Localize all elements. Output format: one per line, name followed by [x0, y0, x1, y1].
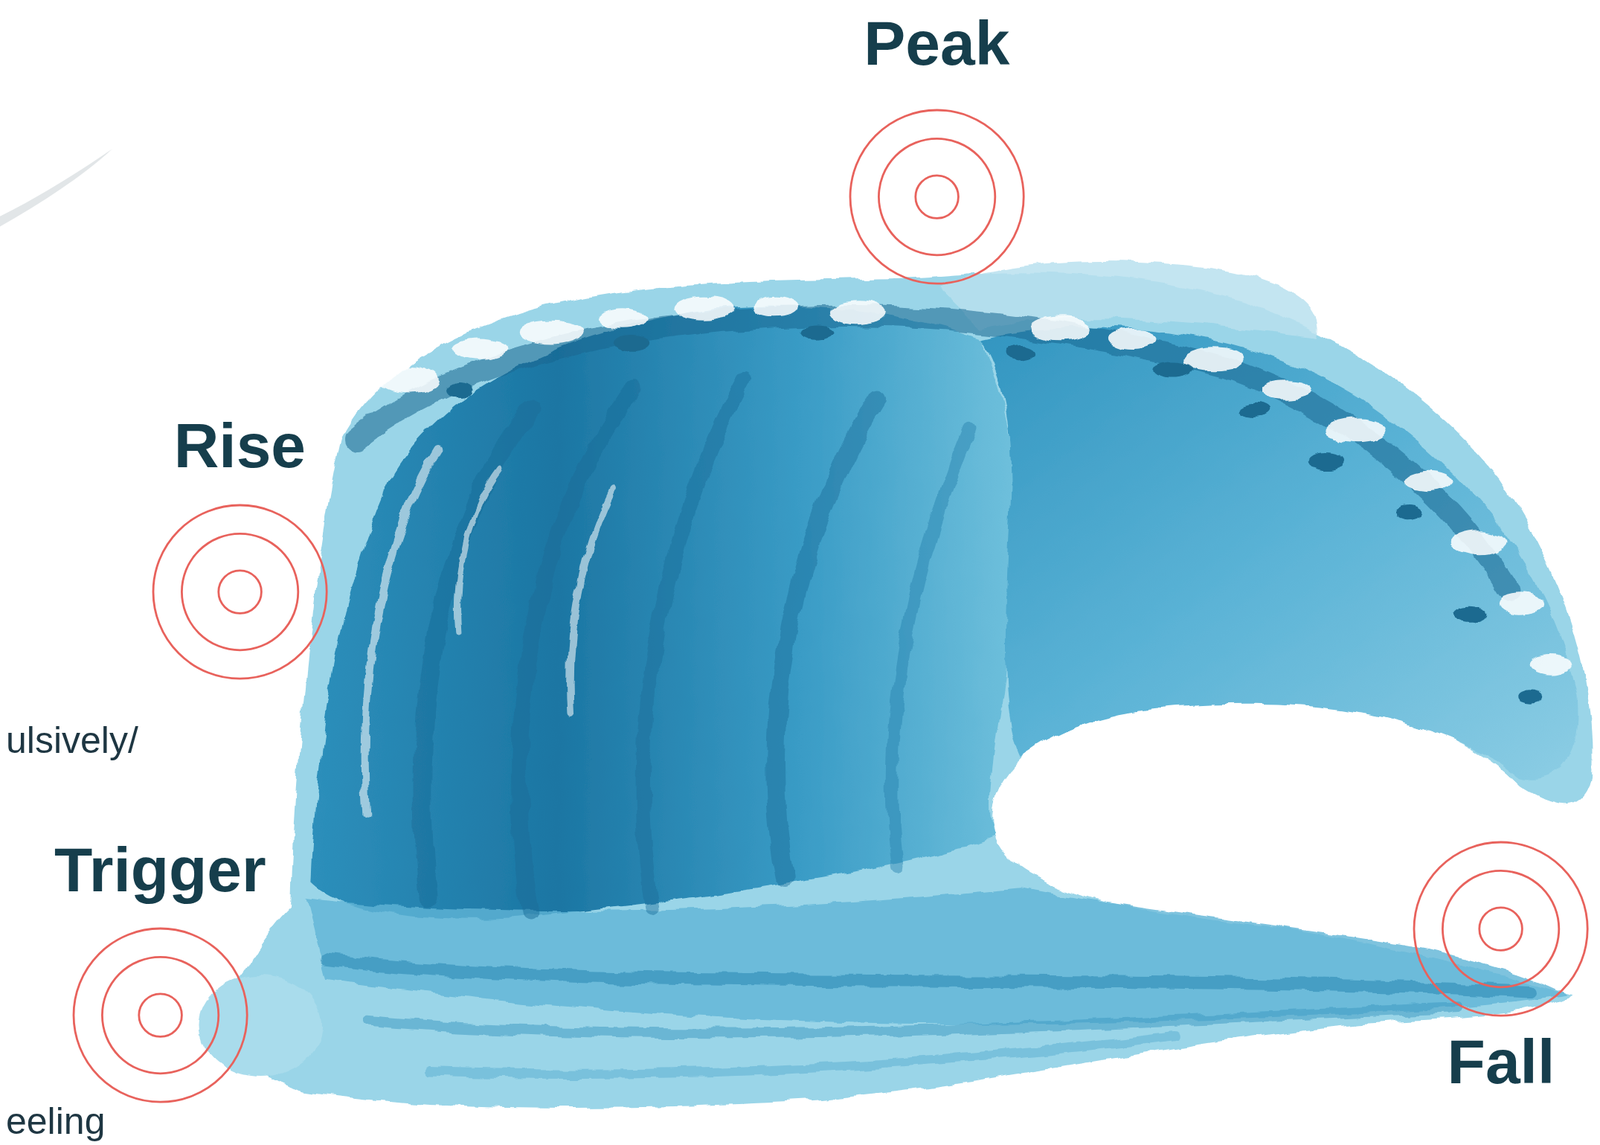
target-ring — [915, 175, 959, 219]
face-streak — [892, 428, 970, 868]
foam-blob — [1030, 316, 1092, 341]
dark-fleck — [1393, 505, 1423, 520]
target-ring — [218, 570, 262, 614]
body-text-fragment: ulsively/ — [5, 721, 139, 759]
foam-blob — [1108, 328, 1158, 349]
dark-fleck — [444, 381, 474, 398]
foam-blob — [1326, 418, 1388, 443]
crest-band — [357, 315, 1510, 593]
base-streak — [367, 1007, 1460, 1034]
foam-blob — [1451, 530, 1509, 555]
base-streak — [428, 1035, 1174, 1075]
target-rings — [850, 110, 1024, 284]
target-ring — [139, 993, 183, 1037]
brush-swoosh — [0, 148, 113, 227]
target-ring — [153, 505, 327, 679]
target-ring — [1479, 907, 1523, 951]
dark-fleck — [1238, 403, 1272, 418]
stage-label: Rise — [174, 412, 306, 479]
dark-fleck — [800, 325, 834, 340]
barrel-hollow — [992, 703, 1519, 923]
foam-blob — [1530, 656, 1572, 675]
foam-blob — [1259, 379, 1313, 400]
body-text-fragment: eeling — [5, 1102, 105, 1140]
base-streak — [326, 958, 1531, 992]
foam-blob — [828, 299, 886, 325]
foam-blob — [1404, 471, 1454, 492]
target-node: Trigger — [73, 928, 247, 1102]
dark-fleck — [1308, 452, 1345, 470]
stage-label: Fall — [1447, 1028, 1556, 1095]
foam-blob — [377, 365, 439, 394]
target-ring — [1443, 870, 1560, 987]
foam-blob — [673, 296, 735, 321]
base-water — [306, 887, 1567, 1024]
target-rings — [1414, 842, 1588, 1016]
foam-streak — [570, 489, 613, 715]
foam-blob — [1498, 593, 1543, 614]
face-streak — [775, 397, 878, 878]
target-node: Peak — [850, 110, 1024, 284]
target-rings — [73, 928, 247, 1102]
dark-fleck — [1006, 345, 1035, 361]
dark-fleck — [1452, 606, 1486, 623]
target-ring — [101, 957, 218, 1074]
foam-blob — [752, 296, 798, 317]
foam-blob — [518, 320, 584, 346]
dark-fleck — [1152, 361, 1194, 378]
target-node: Rise — [153, 505, 327, 679]
target-ring — [1414, 842, 1588, 1016]
foam-streak — [365, 449, 439, 817]
target-ring — [181, 533, 298, 650]
target-ring — [878, 139, 995, 256]
wave-body — [199, 261, 1593, 1108]
dark-fleck — [1518, 689, 1543, 702]
dark-fleck — [614, 334, 651, 352]
stage-label: Trigger — [54, 836, 267, 903]
target-rings — [153, 505, 327, 679]
wave-outline — [226, 272, 1593, 1108]
target-node: Fall — [1414, 842, 1588, 1016]
target-ring — [850, 110, 1024, 284]
stage-label: Peak — [863, 10, 1010, 76]
foam-blob — [452, 338, 506, 359]
face-streak — [519, 387, 633, 913]
face-streak — [642, 377, 745, 909]
foam-blob — [598, 307, 648, 329]
target-ring — [73, 928, 247, 1102]
foam-streak — [458, 469, 500, 633]
